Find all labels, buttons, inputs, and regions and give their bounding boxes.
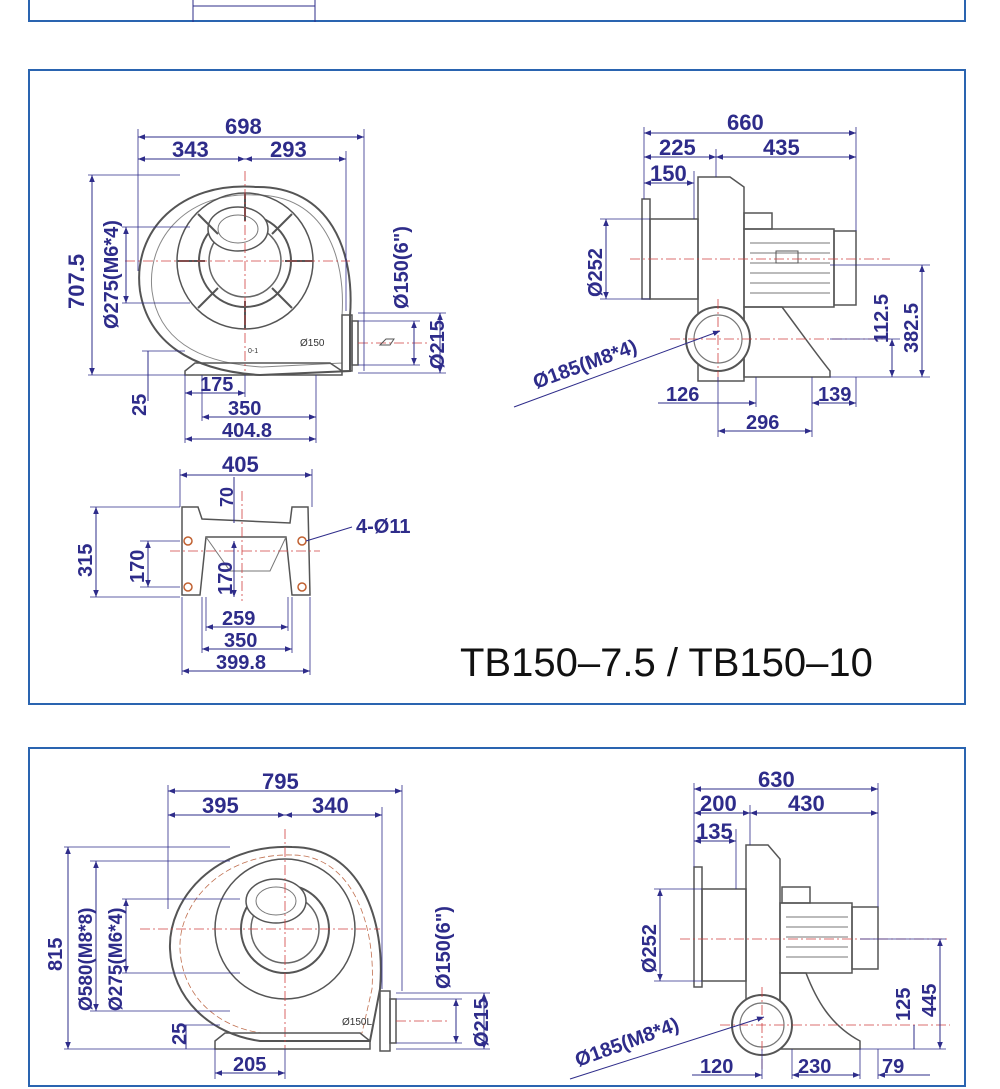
dim-side-base-right: 139 [818, 384, 851, 406]
base-view: 405 70 315 170 170 4-Ø11 259 350 399.8 [75, 452, 410, 675]
dim-outlet2-size: Ø150(6") [433, 906, 455, 989]
dim-side2-inlet-offset: 135 [696, 819, 733, 844]
dim-side-total-height: 382.5 [901, 303, 923, 353]
front-view: Ø150 0-1 698 343 293 707.5 Ø275(M6*4) Ø1… [64, 114, 449, 443]
dim-base-width-total: 399.8 [216, 652, 266, 674]
dim-front2-width-right: 340 [312, 793, 349, 818]
dim-side-width-left: 225 [659, 135, 696, 160]
front-view-2: Ø150L 795 395 340 815 Ø580(M8*8) Ø275(M6… [45, 769, 493, 1079]
dim-side-width-total: 660 [727, 110, 764, 135]
dim-base-width-inner: 259 [222, 608, 255, 630]
dim-side2-width-left: 200 [700, 791, 737, 816]
dim-side-inlet-flange: Ø185(M8*4) [530, 336, 640, 394]
dim-front2-flange-pcd: Ø275(M6*4) [106, 908, 127, 1012]
dim-front-base-total: 404.8 [222, 420, 272, 442]
dim-base-depth-total: 315 [75, 544, 97, 577]
dim-side-base-left: 126 [666, 384, 699, 406]
outlet-tag-2: Ø150L [342, 1017, 372, 1028]
dim-side2-base-mid: 230 [798, 1056, 831, 1078]
dim-side-axis-height: 112.5 [871, 294, 893, 343]
dim-base-depth-mid: 170 [215, 562, 237, 595]
model-title: TB150–7.5 / TB150–10 [460, 641, 873, 685]
dim-front2-base-offset: 205 [233, 1054, 266, 1076]
side-view: 660 225 435 150 Ø252 Ø185(M8*4) 112.5 38… [513, 110, 930, 437]
side-view-2: 630 200 430 135 Ø252 Ø185(M8*4) 125 445 … [569, 767, 950, 1080]
dim-side2-width-right: 430 [788, 791, 825, 816]
dim-front2-base-height: 25 [169, 1023, 191, 1045]
dim-base-width-mid: 350 [224, 630, 257, 652]
panel-previous [28, 0, 966, 22]
dim-front-height-total: 707.5 [64, 254, 89, 309]
dim-side2-base-left: 120 [700, 1056, 733, 1078]
dim-front2-height-total: 815 [45, 938, 67, 971]
dim-base-offset-top: 70 [217, 487, 237, 507]
drawing-panel-second: Ø150L 795 395 340 815 Ø580(M8*8) Ø275(M6… [28, 747, 966, 1087]
dim-side-width-right: 435 [763, 135, 800, 160]
technical-drawing-second: Ø150L 795 395 340 815 Ø580(M8*8) Ø275(M6… [45, 767, 950, 1080]
outlet-tag: Ø150 [300, 338, 325, 349]
dim-side2-total-height: 445 [919, 984, 941, 1017]
dim-front-base-mid: 350 [228, 398, 261, 420]
dim-front-flange-pcd: Ø275(M6*4) [101, 220, 123, 329]
dim-front-base-height: 25 [129, 394, 151, 416]
dim-side-inlet-dia: Ø252 [585, 248, 607, 297]
dim-front2-width-total: 795 [262, 769, 299, 794]
dim-side2-axis-height: 125 [893, 988, 915, 1021]
svg-text:0-1: 0-1 [248, 348, 258, 355]
dim-side-base-total: 296 [746, 412, 779, 434]
dim-front-width-left: 343 [172, 137, 209, 162]
dim-outlet-size: Ø150(6") [391, 226, 413, 309]
drawing-panel-tb150: Ø150 0-1 698 343 293 707.5 Ø275(M6*4) Ø1… [28, 69, 966, 705]
dim-front2-width-left: 395 [202, 793, 239, 818]
dim-side2-base-right: 79 [882, 1056, 904, 1078]
technical-drawing-tb150: Ø150 0-1 698 343 293 707.5 Ø275(M6*4) Ø1… [64, 110, 930, 675]
dim-outlet-flange: Ø215 [427, 320, 449, 369]
dim-side2-inlet-flange: Ø185(M8*4) [572, 1014, 682, 1072]
dim-front-width-total: 698 [225, 114, 262, 139]
dim-side2-width-total: 630 [758, 767, 795, 792]
dim-side2-inlet-dia: Ø252 [639, 924, 661, 973]
dim-front-base-offset: 175 [200, 374, 233, 396]
dim-outlet2-flange: Ø215 [471, 998, 493, 1047]
dim-front2-flange-outer: Ø580(M8*8) [76, 908, 97, 1012]
dim-base-width-top: 405 [222, 452, 259, 477]
dim-side-inlet-offset: 150 [650, 161, 687, 186]
dim-base-depth-inner: 170 [127, 550, 149, 583]
dim-base-holes: 4-Ø11 [356, 516, 410, 538]
dim-front-width-right: 293 [270, 137, 307, 162]
previous-drawing-fragment [192, 0, 316, 22]
